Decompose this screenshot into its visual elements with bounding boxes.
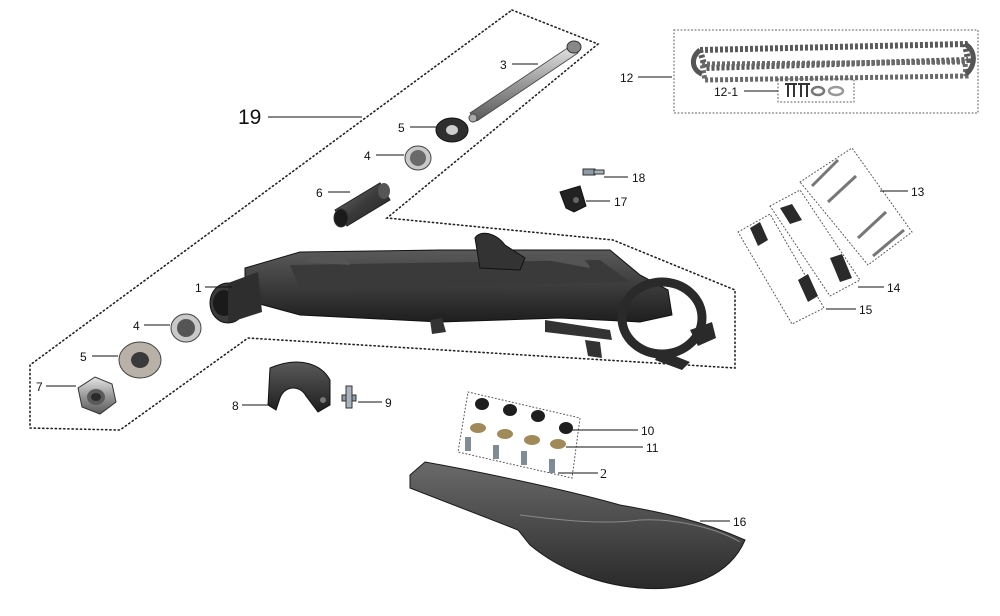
callout-11: 11	[646, 441, 659, 455]
brackets-15-box-outline	[737, 213, 825, 325]
callout-18: 18	[632, 171, 646, 185]
callout-4-lower: 4	[133, 319, 140, 333]
collars-11-part	[470, 423, 566, 449]
chain-part	[691, 40, 976, 83]
clip-17-part	[559, 185, 587, 213]
callout-4-top: 4	[364, 149, 371, 163]
callout-2: 2	[600, 467, 607, 482]
callout-7: 7	[36, 380, 43, 394]
brackets-14-box-outline	[769, 189, 861, 297]
callout-17: 17	[614, 195, 628, 209]
callout-13: 13	[911, 185, 925, 199]
fastener-set-box-outline	[457, 391, 581, 479]
brackets-14-part	[780, 204, 852, 282]
callout-3: 3	[500, 58, 507, 72]
callout-19: 19	[238, 106, 261, 129]
callout-1: 1	[195, 281, 202, 295]
bolts-13-box-outline	[799, 147, 913, 266]
brackets-15-part	[750, 222, 818, 302]
callout-12: 12	[620, 71, 634, 85]
bolts-13-part	[810, 158, 905, 258]
washer-top-part	[435, 117, 469, 143]
master-link-part	[785, 83, 845, 97]
bearing-lower-part	[170, 313, 202, 343]
leader-lines	[46, 63, 908, 522]
callout-5-top: 5	[398, 121, 405, 135]
callout-8: 8	[232, 399, 239, 413]
kit-outline-19	[29, 9, 736, 431]
callout-16: 16	[733, 515, 747, 529]
washer-lower-part	[118, 341, 162, 379]
chain-guard-part	[409, 461, 746, 590]
bolt-18-part	[582, 168, 605, 176]
callout-5-lower: 5	[80, 350, 87, 364]
bolt-9-part	[341, 385, 357, 409]
bolts-2-part	[465, 437, 555, 473]
grommets-10-part	[475, 398, 573, 434]
bearing-top-part	[404, 145, 432, 171]
callout-10: 10	[641, 424, 655, 438]
callout-14: 14	[887, 281, 901, 295]
swingarm-part	[209, 232, 716, 370]
callout-12-1: 12-1	[714, 85, 738, 99]
callout-15: 15	[859, 303, 873, 317]
nut-part	[77, 376, 117, 415]
bracket-part	[267, 361, 331, 413]
callout-6: 6	[316, 186, 323, 200]
pivot-bolt-part	[468, 40, 582, 123]
sleeve-part	[333, 182, 391, 228]
callout-9: 9	[385, 396, 392, 410]
chain-box-outline	[673, 29, 979, 114]
